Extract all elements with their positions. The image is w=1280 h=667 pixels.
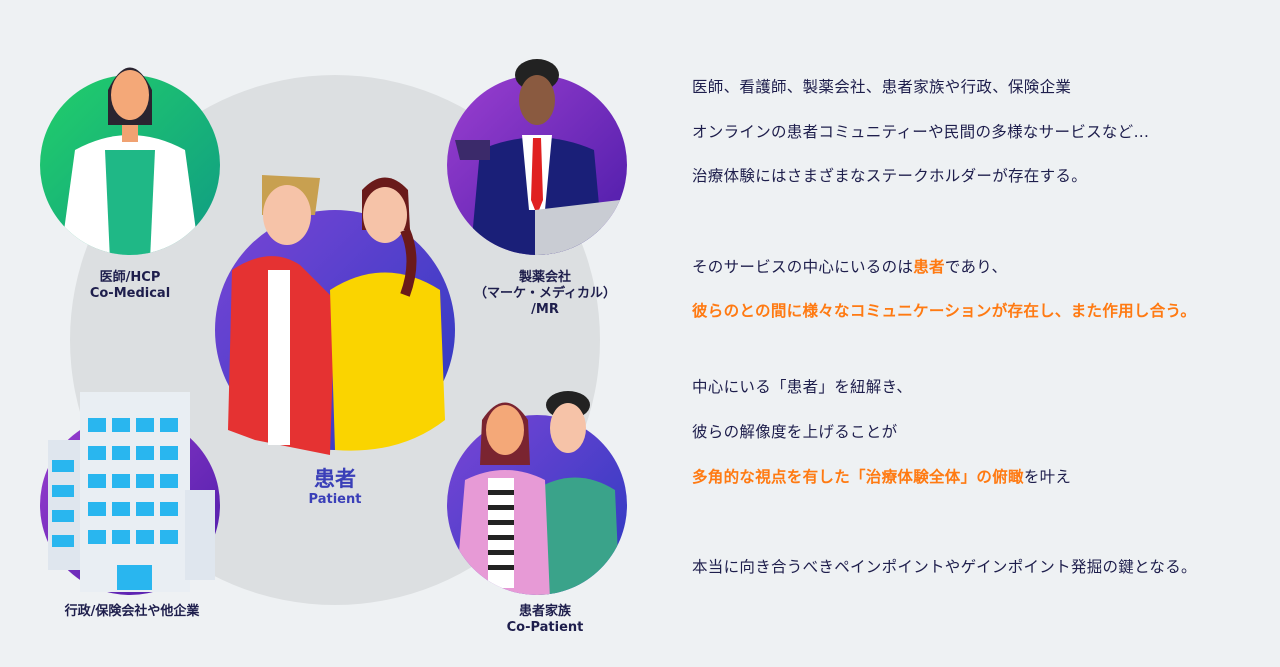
- doctor-label-en: Co-Medical: [89, 286, 171, 301]
- text-line-4a: そのサービスの中心にいるのは: [692, 258, 914, 276]
- government-label-jp: 行政/保険会社や他企業: [64, 604, 200, 619]
- text-line-8: 多角的な視点を有した「治療体験全体」の俯瞰を叶え: [692, 465, 1071, 487]
- family-label-en: Co-Patient: [506, 620, 584, 635]
- family-label-jp: 患者家族: [518, 604, 571, 619]
- patient-label: 患者 Patient: [309, 466, 362, 508]
- pharma-label-jp: 製薬会社: [518, 270, 571, 285]
- text-line-5-highlight: 彼らのとの間に様々なコミュニケーションが存在し、また作用し合う。: [692, 302, 1197, 320]
- doctor-illustration: [40, 67, 220, 255]
- text-line-9: 本当に向き合うべきペインポイントやゲインポイント発掘の鍵となる。: [692, 558, 1197, 576]
- text-line-4-highlight: 患者: [913, 258, 945, 276]
- text-line-8b: を叶え: [1023, 468, 1072, 486]
- patient-label-en: Patient: [308, 492, 362, 507]
- patient-label-jp: 患者: [313, 467, 356, 491]
- text-line-7: 彼らの解像度を上げることが: [692, 423, 898, 441]
- pharma-rep-illustration: [447, 59, 627, 255]
- pharma-label: 製薬会社 （マーケ・メディカル） /MR: [474, 270, 616, 318]
- text-line-6: 中心にいる「患者」を紐解き、: [692, 378, 913, 396]
- stakeholder-illustrations: [40, 59, 627, 595]
- text-line-3: 治療体験にはさまざまなステークホルダーが存在する。: [692, 167, 1088, 185]
- government-label: 行政/保険会社や他企業: [65, 604, 200, 620]
- text-line-4c: であり、: [944, 258, 1008, 276]
- text-line-8-highlight: 多角的な視点を有した「治療体験全体」の俯瞰: [692, 468, 1024, 486]
- doctor-label: 医師/HCP Co-Medical: [90, 270, 170, 302]
- pharma-label-mr: /MR: [531, 302, 559, 317]
- text-line-1: 医師、看護師、製薬会社、患者家族や行政、保険企業: [692, 78, 1072, 96]
- family-illustration: [447, 391, 627, 595]
- pharma-label-sub: （マーケ・メディカル）: [473, 286, 617, 301]
- doctor-label-jp: 医師/HCP: [99, 270, 161, 285]
- patient-illustration: [215, 175, 455, 455]
- text-line-2: オンラインの患者コミュニティーや民間の多様なサービスなど…: [692, 123, 1150, 141]
- text-line-4: そのサービスの中心にいるのは患者であり、: [692, 255, 1007, 277]
- government-insurance-illustration: [40, 392, 220, 595]
- family-label: 患者家族 Co-Patient: [507, 604, 584, 636]
